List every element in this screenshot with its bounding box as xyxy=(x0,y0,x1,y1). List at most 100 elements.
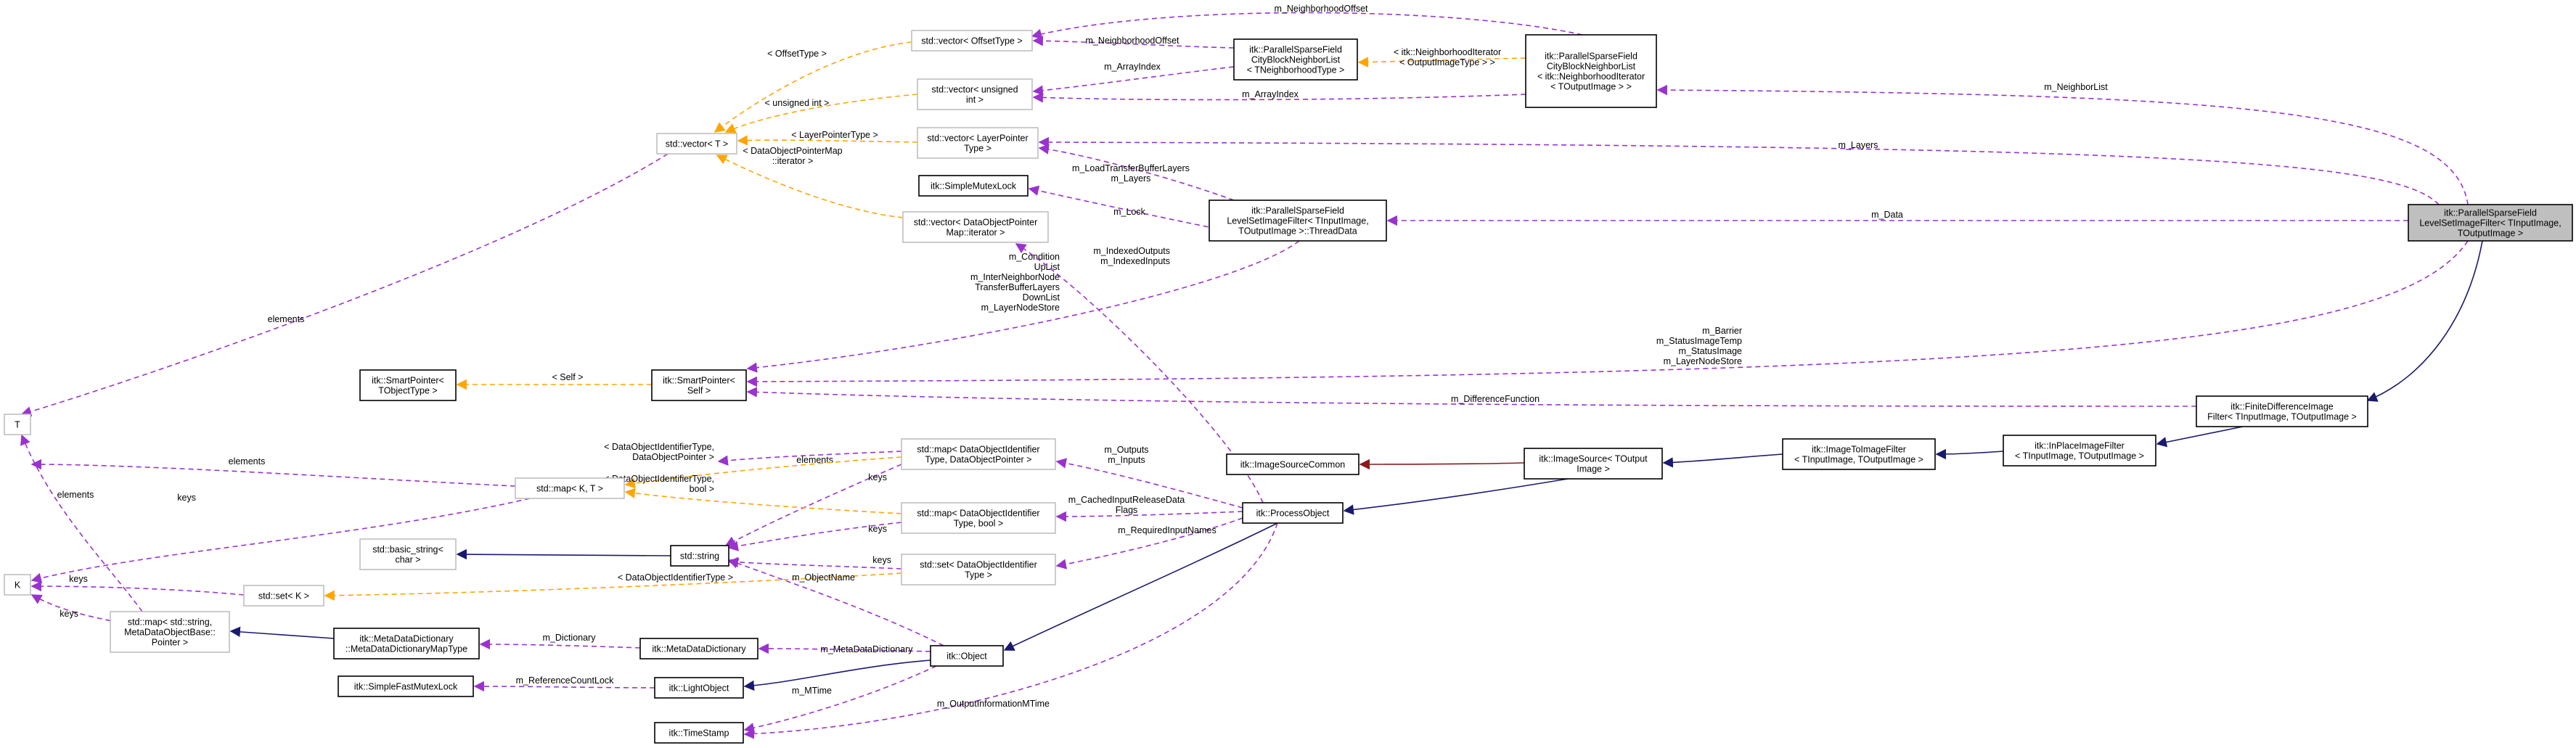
edge-label-line: keys xyxy=(868,524,887,534)
edge-line xyxy=(30,580,245,596)
edge-label-line: TransferBufferLayers xyxy=(975,282,1060,292)
node-label-line: char > xyxy=(395,555,420,565)
edge-line xyxy=(758,643,931,654)
edge-e-elements-vec: elements xyxy=(20,153,668,417)
node-box xyxy=(911,30,1033,52)
node-label: itk::LightObject xyxy=(669,683,729,694)
node-label-line: std::vector< unsigned xyxy=(931,85,1018,95)
node-smartptr-self[interactable]: itk::SmartPointer<Self > xyxy=(651,369,747,401)
edge-label-line: m_StatusImageTemp xyxy=(1656,336,1742,346)
edge-e-neighborlist: m_NeighborList xyxy=(1656,82,2469,205)
node-mutexlock[interactable]: itk::SimpleMutexLock xyxy=(918,175,1029,197)
edge-line xyxy=(743,665,937,733)
edge-line xyxy=(1357,57,1526,67)
node-vector-t[interactable]: std::vector< T > xyxy=(656,133,737,155)
node-label-line: itk::ParallelSparseField xyxy=(2444,208,2537,218)
node-box xyxy=(243,585,324,607)
node-set-k[interactable]: std::set< K > xyxy=(243,585,324,607)
edge-label-line: m_Layers xyxy=(1111,173,1151,184)
node-label-line: itk::TimeStamp xyxy=(669,728,729,739)
edge-label-line: m_RequiredInputNames xyxy=(1118,525,1217,535)
edge-label-line: m_StatusImage xyxy=(1678,346,1742,356)
node-label: itk::ImageToImageFilter< TInputImage, TO… xyxy=(1794,445,1923,465)
node-label-line: Type, DataObjectPointer > xyxy=(925,455,1032,465)
node-box xyxy=(654,722,744,744)
node-label: itk::SimpleMutexLock xyxy=(931,181,1017,192)
node-label: std::basic_string<char > xyxy=(372,545,443,565)
node-img2img[interactable]: itk::ImageToImageFilter< TInputImage, TO… xyxy=(1782,438,1936,470)
node-label-line: std::vector< T > xyxy=(666,139,728,149)
edge-label: elements xyxy=(229,456,266,467)
edge-line xyxy=(1055,517,1243,570)
node-label-line: std::map< DataObjectIdentifier xyxy=(917,509,1039,519)
node-basic-string[interactable]: std::basic_string<char > xyxy=(359,538,457,570)
node-box xyxy=(901,554,1056,585)
node-offset-vec[interactable]: std::vector< OffsetType > xyxy=(911,30,1033,52)
edge-inplace-img2img xyxy=(1935,448,2004,460)
edge-line xyxy=(727,558,944,646)
node-label: std::string xyxy=(680,551,719,562)
edge-label-line: keys xyxy=(868,472,887,482)
node-mdd-map[interactable]: itk::MetaDataDictionary::MetaDataDiction… xyxy=(333,628,480,659)
node-k-node[interactable]: K xyxy=(4,574,31,596)
node-label-line: std::vector< OffsetType > xyxy=(921,36,1022,46)
node-inplace[interactable]: itk::InPlaceImageFilter< TInputImage, TO… xyxy=(2003,435,2156,467)
node-box xyxy=(918,175,1029,197)
node-label-line: itk::SimpleFastMutexLock xyxy=(354,682,458,692)
edge-processobject-object xyxy=(1003,522,1278,651)
edge-label-line: keys xyxy=(872,555,891,565)
node-label-line: < TNeighborhoodType > xyxy=(1247,65,1345,75)
node-fastmutex[interactable]: itk::SimpleFastMutexLock xyxy=(338,675,474,697)
node-label-line: ::MetaDataDictionaryMapType xyxy=(345,644,467,654)
node-timestamp[interactable]: itk::TimeStamp xyxy=(654,722,744,744)
node-label-line: itk::ImageSource< TOutput xyxy=(1539,454,1648,464)
edge-e-data: m_Data xyxy=(1386,210,2408,226)
node-box xyxy=(917,127,1039,159)
edge-label-line: DataObjectPointer > xyxy=(632,452,714,462)
node-map-kt[interactable]: std::map< K, T > xyxy=(515,477,625,499)
edge-label: m_ArrayIndex xyxy=(1104,62,1161,72)
node-mdd[interactable]: itk::MetaDataDictionary xyxy=(639,638,759,659)
node-label: itk::InPlaceImageFilter< TInputImage, TO… xyxy=(2015,441,2144,461)
edge-line xyxy=(1003,522,1278,651)
node-smartptr-tobj[interactable]: itk::SmartPointer<TObjectType > xyxy=(359,369,457,401)
node-box xyxy=(1226,453,1359,475)
node-label-line: K xyxy=(15,580,21,591)
node-imgsrccommon[interactable]: itk::ImageSourceCommon xyxy=(1226,453,1359,475)
edge-label-line: < itk::NeighborhoodIterator xyxy=(1394,47,1501,57)
node-map-mdb[interactable]: std::map< std::string,MetaDataObjectBase… xyxy=(110,611,230,653)
edge-line xyxy=(727,556,902,570)
edge-line xyxy=(624,488,902,514)
node-t-node[interactable]: T xyxy=(4,414,31,435)
node-string[interactable]: std::string xyxy=(670,545,729,567)
node-box xyxy=(639,638,759,659)
node-lightobject[interactable]: itk::LightObject xyxy=(654,677,744,699)
node-object[interactable]: itk::Object xyxy=(930,645,1004,667)
edge-label: < DataObjectPointerMap::iterator > xyxy=(743,146,842,166)
node-label-line: TOutputImage > xyxy=(2458,229,2523,239)
edge-label-line: < DataObjectIdentifierType, xyxy=(604,442,714,452)
node-label-line: itk::SmartPointer< xyxy=(372,376,444,386)
edge-label-line: m_IndexedOutputs xyxy=(1093,246,1170,256)
edge-line xyxy=(724,464,902,546)
edge-label: m_NeighborhoodOffset xyxy=(1274,4,1368,14)
edge-label-line: keys xyxy=(177,493,196,503)
node-processobject[interactable]: itk::ProcessObject xyxy=(1242,502,1344,524)
node-label-line: Type > xyxy=(965,570,992,580)
node-label-line: LevelSetImageFilter< TInputImage, xyxy=(2419,218,2561,229)
